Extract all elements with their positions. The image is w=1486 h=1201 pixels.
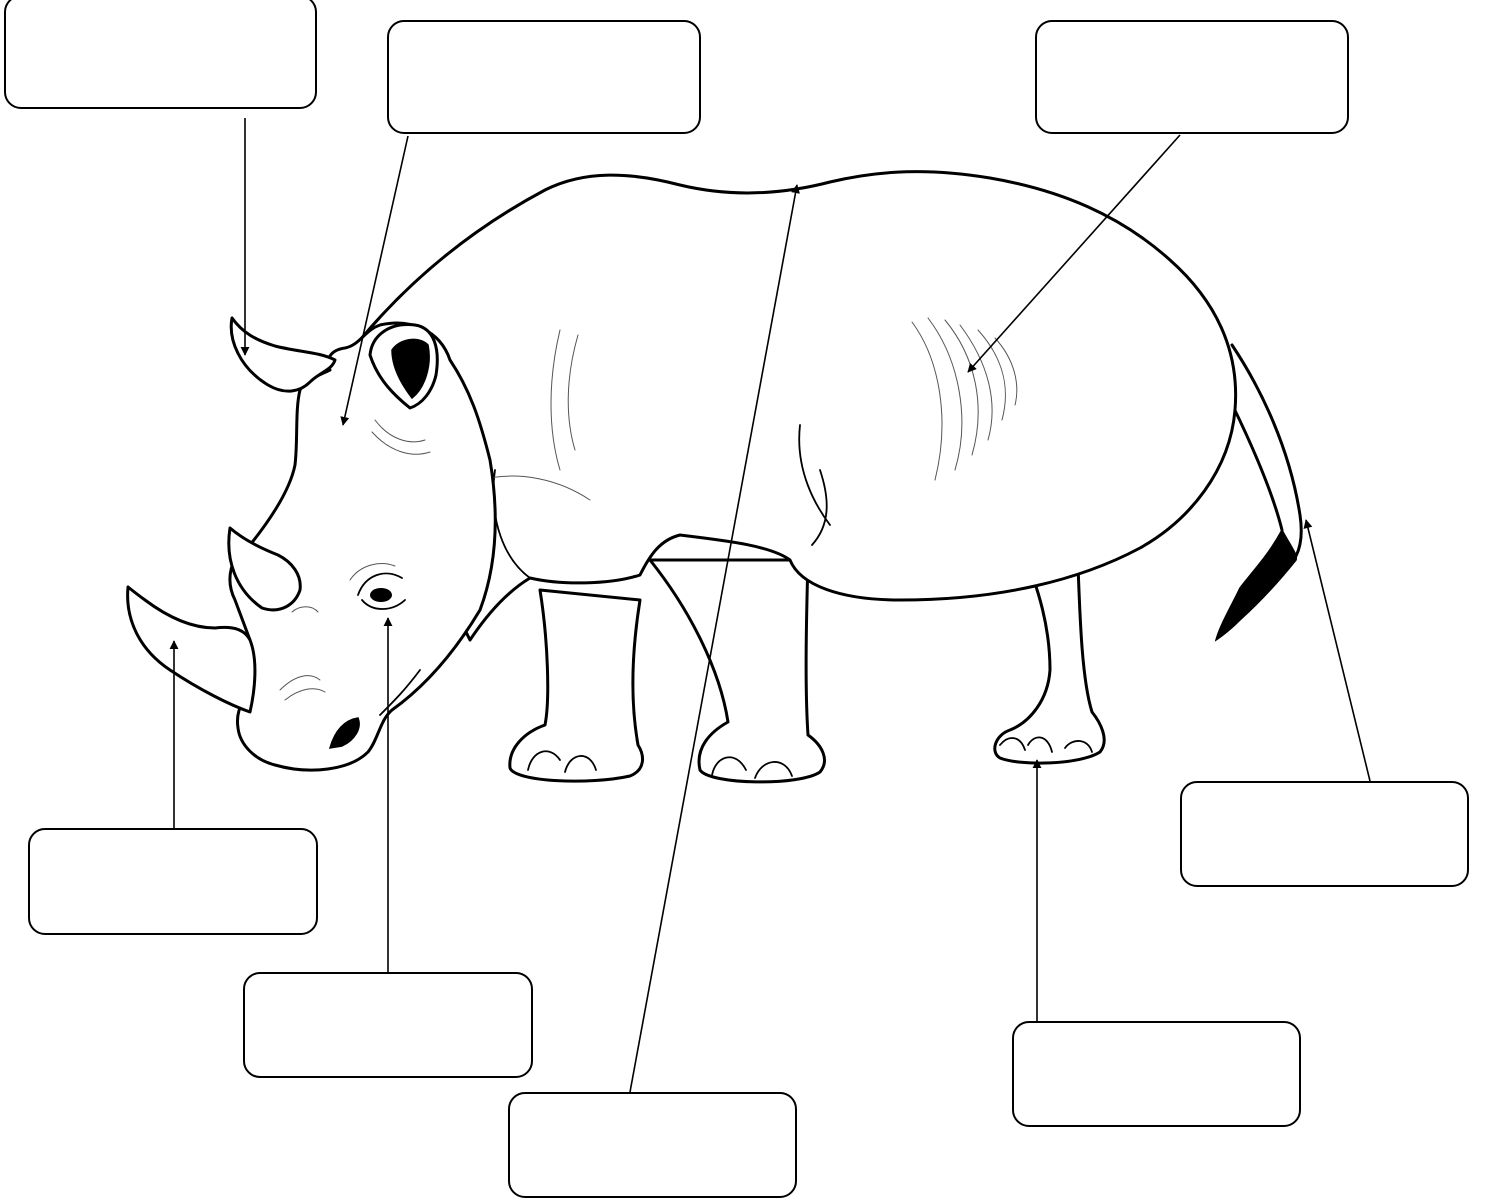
label-boxes xyxy=(4,0,1469,1198)
rhino-top-horn xyxy=(229,316,337,393)
label-box-rear-horn[interactable] xyxy=(4,0,317,109)
label-box-foot[interactable] xyxy=(1012,1021,1301,1127)
rhino-illustration xyxy=(126,170,1303,784)
rhino-eye xyxy=(349,563,406,610)
label-box-tail[interactable] xyxy=(1180,781,1469,887)
rhino-head xyxy=(228,321,497,772)
label-box-eye[interactable] xyxy=(243,972,533,1078)
label-box-front-horn[interactable] xyxy=(28,828,318,935)
label-box-head[interactable] xyxy=(387,20,701,134)
pointer-lines xyxy=(169,118,1371,1093)
rhino-nostril xyxy=(328,717,360,749)
tail-tuft xyxy=(1214,528,1298,642)
label-box-skin[interactable] xyxy=(1035,20,1349,134)
rhino-front-legs xyxy=(508,558,826,784)
pointer-back xyxy=(629,184,800,1093)
rhino-horns xyxy=(126,316,337,714)
ear-inner xyxy=(391,338,430,400)
pointer-head xyxy=(340,135,409,426)
rhino-rear-horn xyxy=(227,526,302,612)
label-box-back[interactable] xyxy=(508,1092,797,1198)
rhino-back-legs xyxy=(993,543,1106,765)
pointer-tail xyxy=(1303,519,1371,782)
rhino-ear xyxy=(368,323,439,410)
pointer-skin xyxy=(967,134,1181,373)
rhino-front-horn xyxy=(126,585,257,714)
